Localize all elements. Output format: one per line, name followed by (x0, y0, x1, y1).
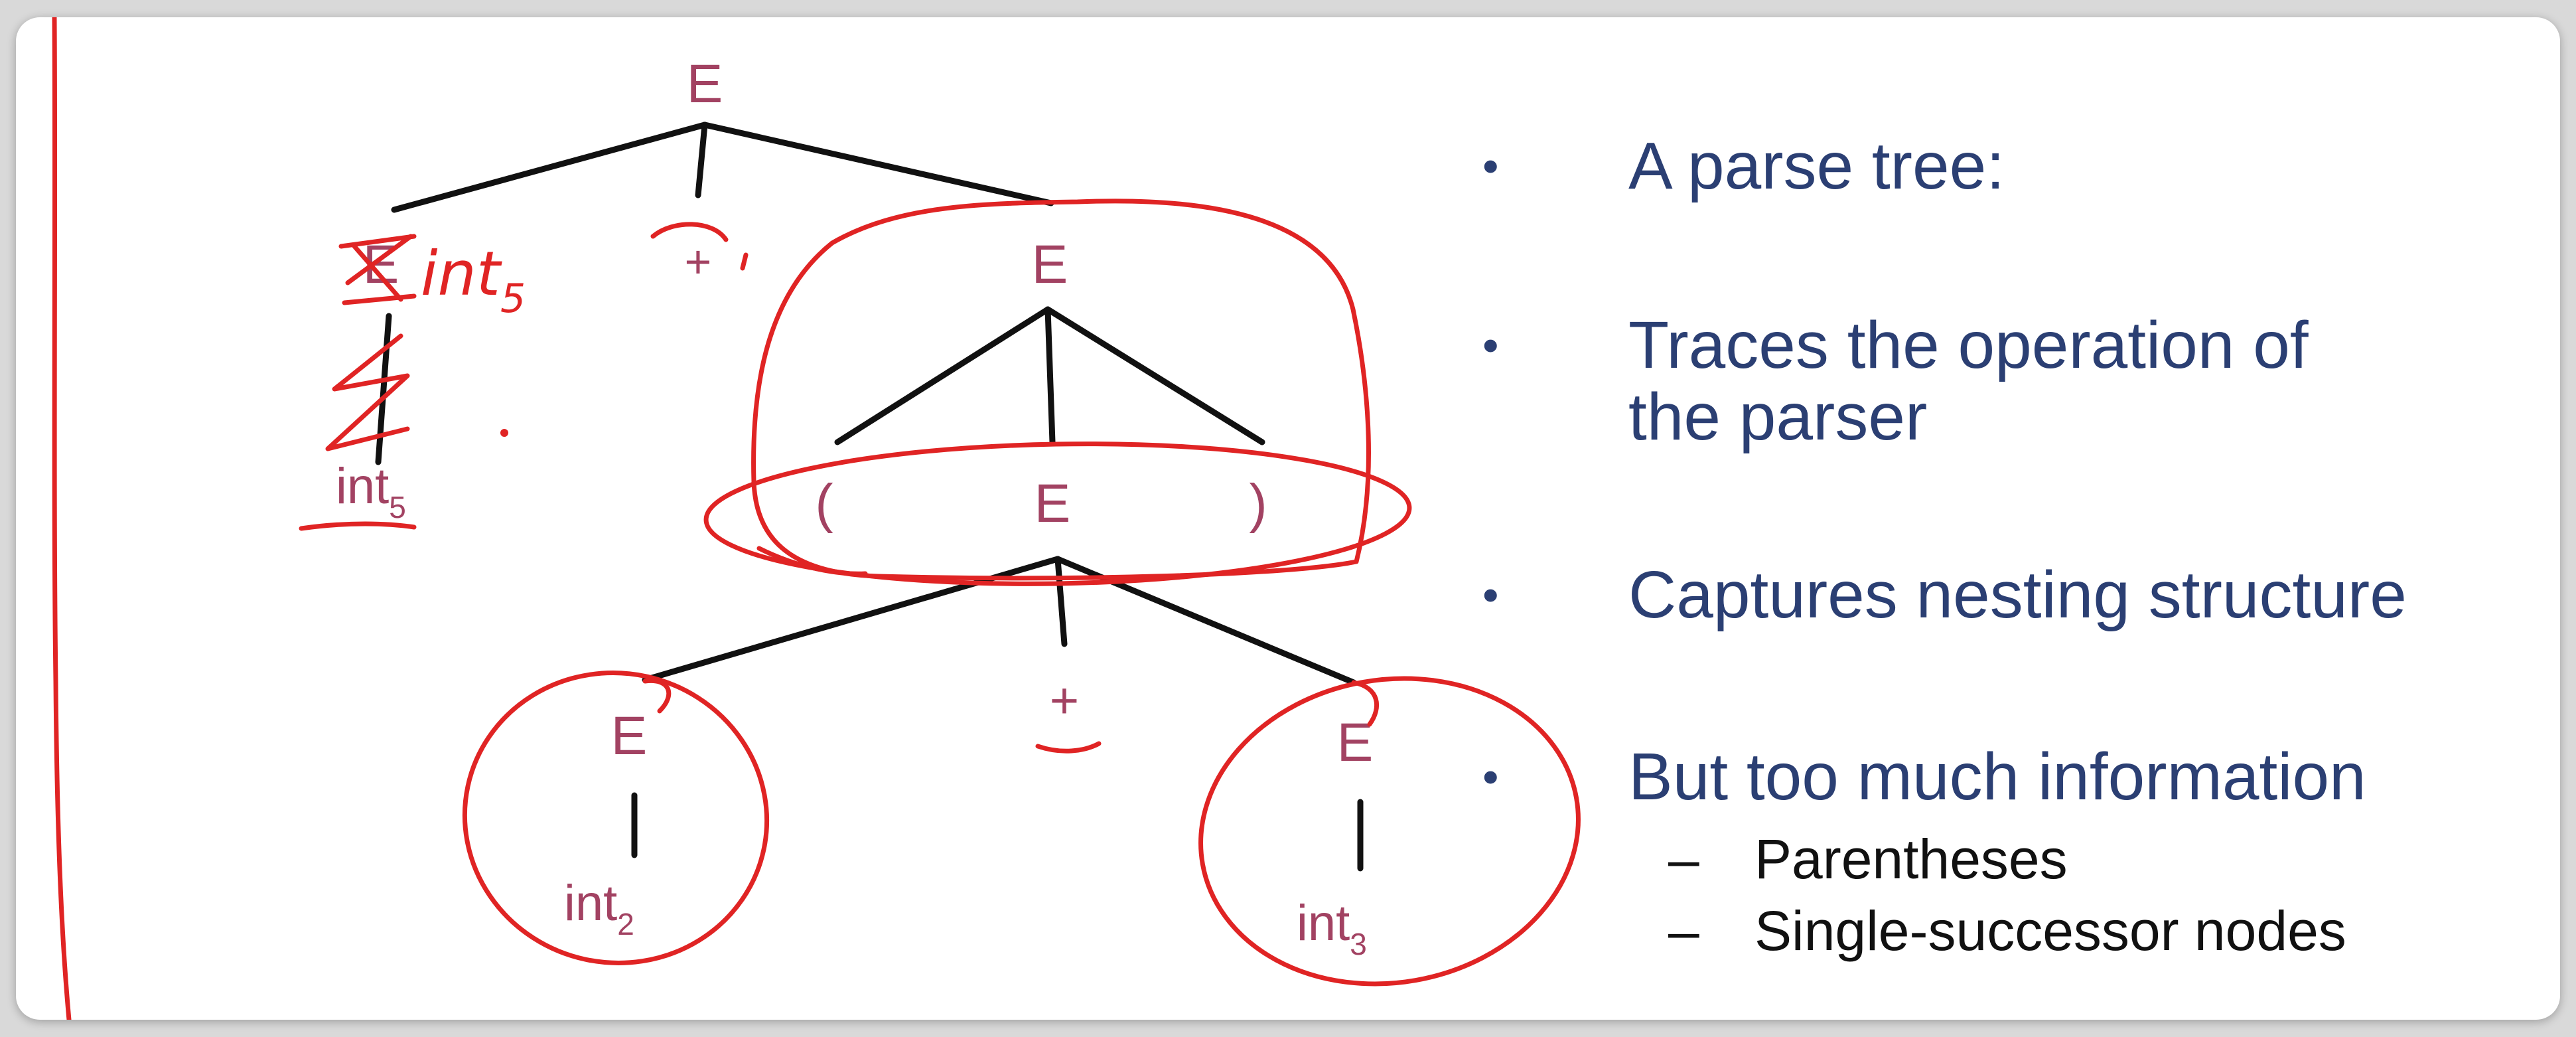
zigzag-strike (325, 333, 410, 451)
int3-subscript: 3 (1350, 927, 1367, 961)
int5-base: int (336, 458, 389, 515)
node-open-paren: ( (815, 473, 833, 534)
strike-mark-left-e (338, 234, 417, 305)
node-mid-e: E (1035, 473, 1071, 534)
bullet-dot: • (1482, 319, 1499, 371)
bullet-dot: • (1482, 569, 1499, 621)
edge-e-close (1044, 306, 1265, 445)
node-int3: int3 (1297, 895, 1367, 961)
bullet-text-line2: the parser (1628, 380, 1928, 454)
ellipse-left-leaf (462, 671, 770, 965)
int5-underline (299, 521, 417, 531)
handwritten-int: int (421, 238, 502, 309)
bullet-text: Traces the operation of the parser (1628, 309, 2544, 453)
int2-base: int (564, 875, 617, 931)
node-right-e: E (1032, 234, 1068, 295)
left-leaf-arc (642, 678, 672, 714)
edge-root-left (391, 121, 708, 213)
subbullet-dash: – (1668, 828, 1699, 890)
edge-e-mid (1044, 306, 1056, 445)
int2-subscript: 2 (617, 907, 634, 941)
node-int5: int5 (336, 458, 406, 524)
tree-edges (375, 121, 1364, 872)
ellipse-paren-row (703, 441, 1412, 586)
node-right-leaf-e: E (1337, 712, 1374, 773)
int3-base: int (1297, 895, 1350, 951)
edge-e-open (834, 306, 1051, 445)
edge-root-plus (695, 121, 708, 199)
edge-root-right (701, 121, 1054, 206)
subbullet-text: Single-successor nodes (1754, 900, 2346, 962)
node-close-paren: ) (1249, 473, 1267, 534)
slide-frame: E E + E ( E ) E + E int5 int2 int3 (16, 17, 2560, 1020)
node-left-leaf-e: E (611, 706, 648, 766)
edge-left-int5 (375, 313, 392, 465)
right-leaf-arc (1351, 680, 1380, 727)
node-int2: int2 (564, 875, 634, 941)
bullet-dot: • (1482, 140, 1499, 192)
ink-dot (500, 429, 508, 437)
node-root: E (687, 54, 723, 114)
handwritten-annotations: int5 (299, 199, 1581, 987)
subbullet-text: Parentheses (1754, 828, 2068, 890)
bullet-text: But too much information (1628, 740, 2366, 814)
bullet-dot: • (1482, 751, 1499, 803)
plus-top-arc (650, 222, 729, 242)
handwritten-int5: int5 (421, 238, 526, 322)
int5-subscript: 5 (389, 490, 406, 524)
handwritten-sub: 5 (500, 276, 526, 322)
node-plus-top: + (685, 236, 712, 287)
margin-line (52, 17, 72, 1020)
parse-tree-diagram: E E + E ( E ) E + E int5 int2 int3 (52, 17, 1581, 1020)
node-plus-bottom: + (1050, 673, 1079, 729)
plus-top-tick (740, 252, 749, 271)
bullet-text: A parse tree: (1628, 129, 2005, 203)
edge-mid-plus (1054, 556, 1068, 647)
plus-bottom-underline (1035, 741, 1102, 754)
subbullet-dash: – (1668, 900, 1699, 962)
tree-nodes: E E + E ( E ) E + E int5 int2 int3 (336, 54, 1373, 961)
bullet-text: Captures nesting structure (1628, 558, 2407, 632)
bullet-text-line1: Traces the operation of (1628, 308, 2309, 382)
ellipse-right-leaf (1198, 676, 1581, 987)
